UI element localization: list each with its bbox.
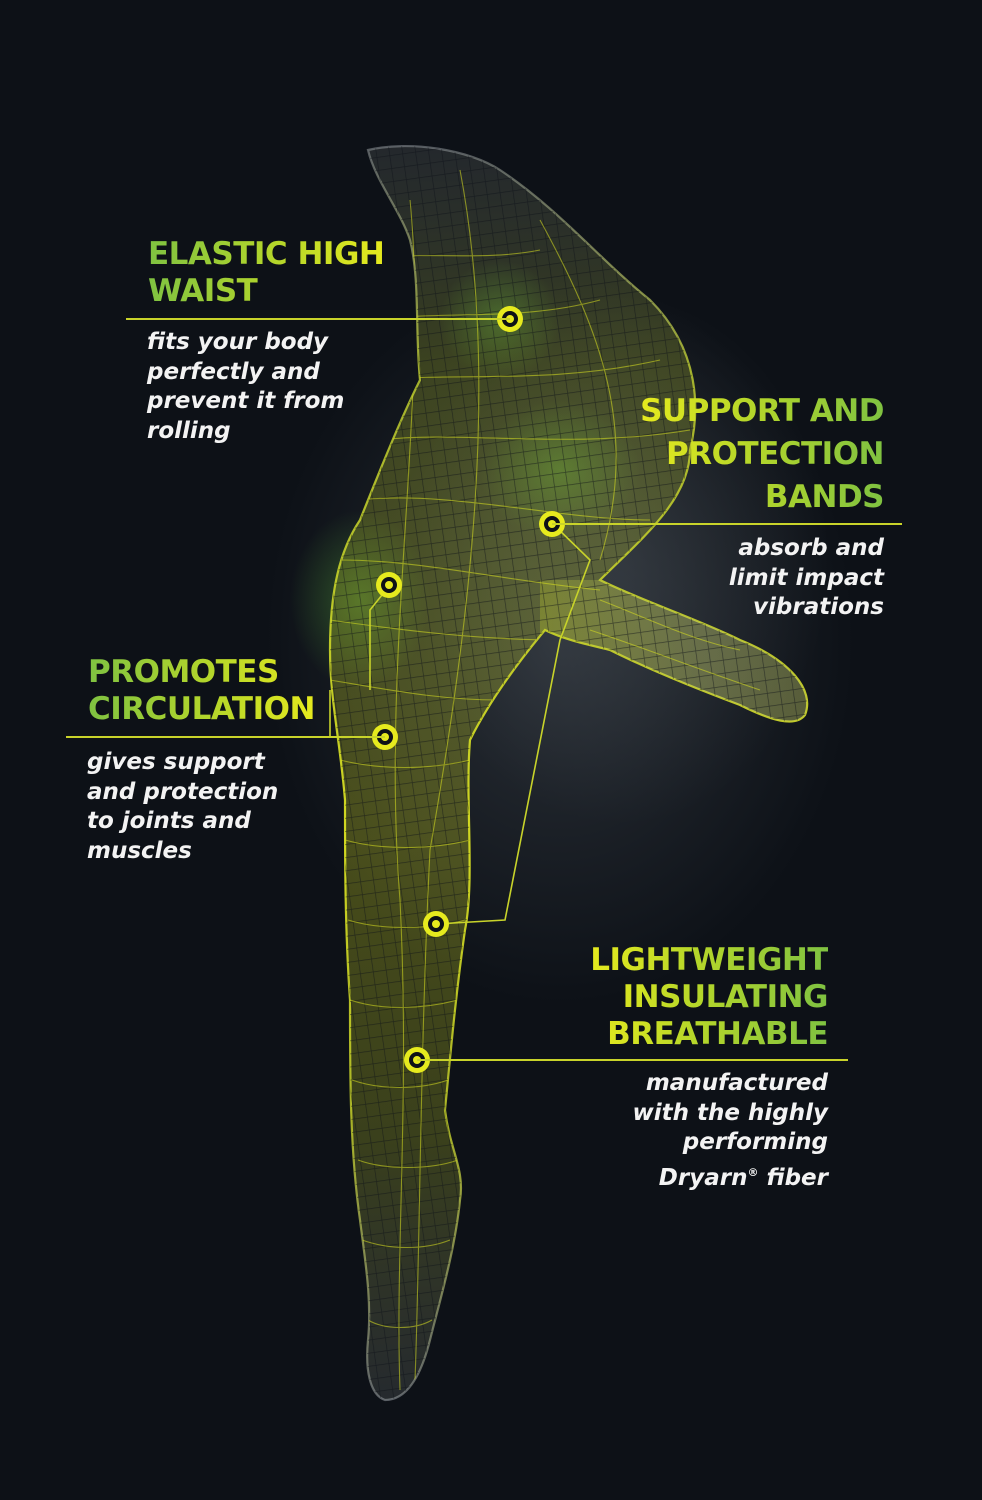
desc-line: gives support xyxy=(87,749,265,775)
desc-line: Dryarn® fiber xyxy=(633,1158,828,1194)
desc-line: muscles xyxy=(87,837,192,864)
target-marker-icon xyxy=(376,572,402,598)
title-line: SUPPORT AND xyxy=(640,393,884,429)
title-line: BREATHABLE xyxy=(607,1016,828,1052)
feature-desc-elastic-high-waist: fits your body perfectly and prevent it … xyxy=(147,328,344,446)
target-marker-icon xyxy=(497,306,523,332)
feature-title-promotes-circulation: PROMOTES CIRCULATION xyxy=(88,654,315,728)
callout-line-bands xyxy=(552,523,902,525)
desc-line: prevent it from xyxy=(147,388,345,414)
title-line: CIRCULATION xyxy=(88,691,315,727)
callout-line-lightweight xyxy=(417,1059,848,1061)
desc-line: perfectly and xyxy=(147,358,320,385)
desc-line: manufactured xyxy=(645,1070,828,1096)
feature-title-support-protection-bands: SUPPORT AND PROTECTION BANDS xyxy=(640,390,884,519)
feature-desc-promotes-circulation: gives support and protection to joints a… xyxy=(87,748,278,866)
callout-line-circulation xyxy=(66,736,385,738)
desc-line: and protection xyxy=(87,778,279,805)
title-line: WAIST xyxy=(148,273,258,309)
title-line: BANDS xyxy=(764,479,884,515)
title-line: PROTECTION xyxy=(666,436,884,472)
feature-title-lightweight-insulating-breathable: LIGHTWEIGHT INSULATING BREATHABLE xyxy=(590,942,828,1053)
desc-line: performing xyxy=(682,1129,828,1155)
desc-line: rolling xyxy=(147,417,231,444)
desc-text: fiber xyxy=(758,1164,828,1191)
target-marker-icon xyxy=(423,911,449,937)
title-line: ELASTIC HIGH xyxy=(148,236,385,272)
desc-line: limit impact xyxy=(728,564,884,591)
desc-line: vibrations xyxy=(753,594,884,620)
feature-title-elastic-high-waist: ELASTIC HIGH WAIST xyxy=(148,236,384,310)
title-line: PROMOTES xyxy=(88,654,279,690)
feature-desc-lightweight-insulating-breathable: manufactured with the highly performing … xyxy=(633,1069,828,1193)
callout-line-waist xyxy=(126,318,510,320)
desc-line: absorb and xyxy=(738,535,884,561)
desc-line: fits your body xyxy=(147,329,329,355)
registered-mark: ® xyxy=(747,1165,759,1179)
target-marker-icon xyxy=(372,724,398,750)
title-line: LIGHTWEIGHT xyxy=(590,942,828,978)
desc-line: to joints and xyxy=(87,808,251,834)
desc-line: with the highly xyxy=(632,1099,828,1126)
brand-name: Dryarn xyxy=(658,1164,748,1191)
feature-desc-support-protection-bands: absorb and limit impact vibrations xyxy=(729,534,884,623)
title-line: INSULATING xyxy=(622,979,828,1015)
